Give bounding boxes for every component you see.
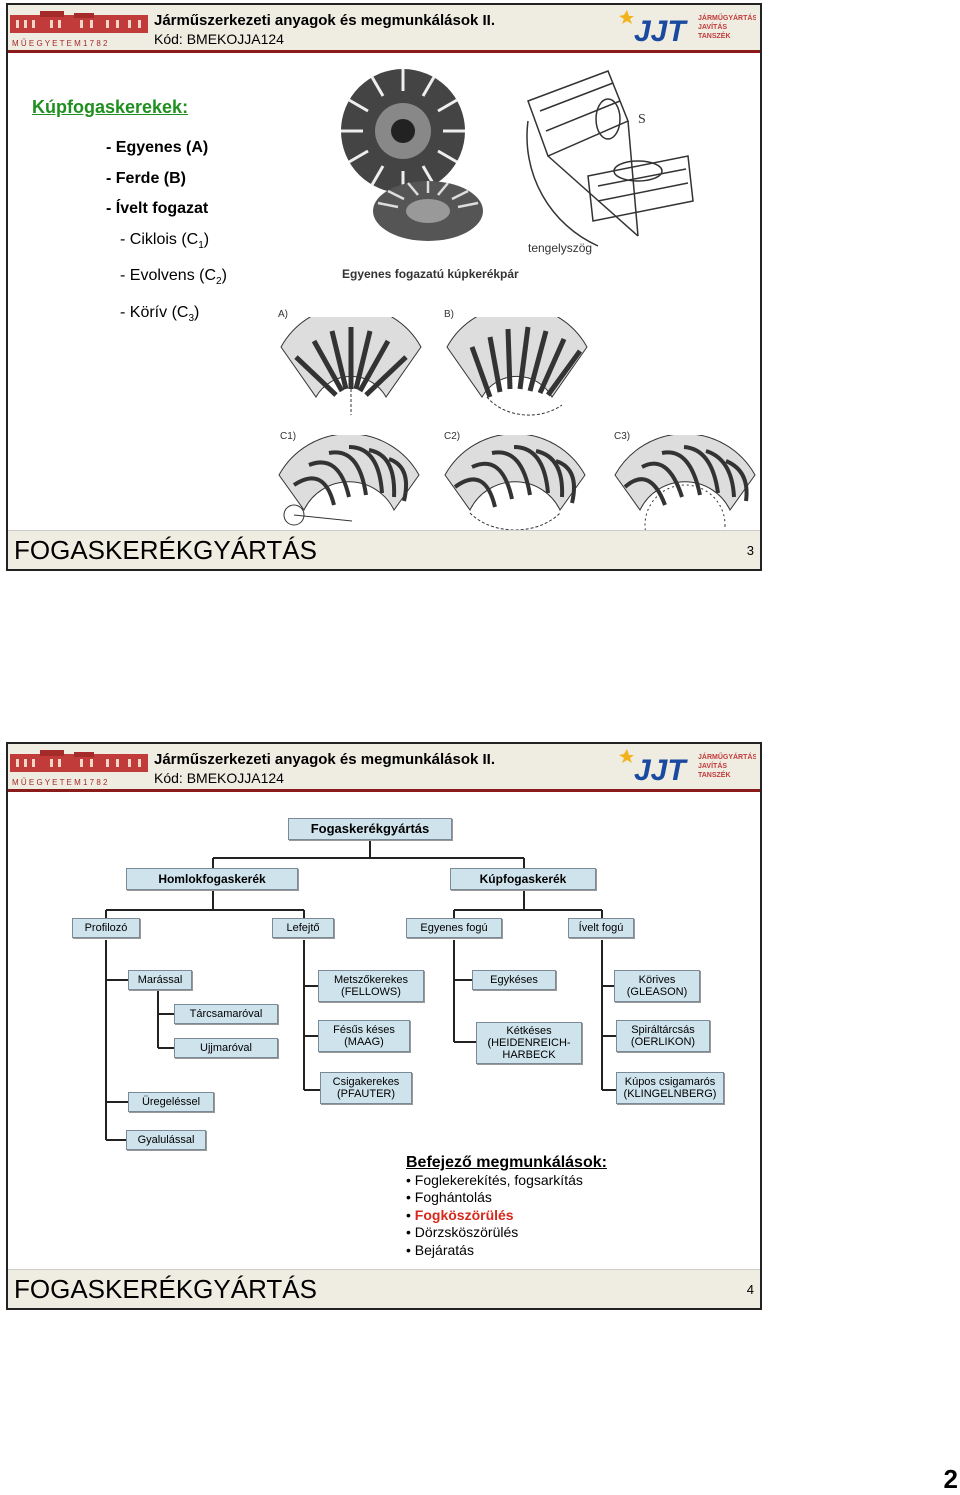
tree-fellows: Metszőkerekes (FELLOWS) bbox=[318, 970, 424, 1002]
tree-gleason: Körives (GLEASON) bbox=[614, 970, 700, 1002]
tree-heidenreich: Kétkéses (HEIDENREICH- HARBECK bbox=[476, 1022, 582, 1064]
type-helical: - Ferde (B) bbox=[106, 169, 186, 187]
slide-header: M Ű E G Y E T E M 1 7 8 2 Járműszerkezet… bbox=[8, 744, 760, 792]
circular-arc-tooth-diagram bbox=[614, 435, 756, 535]
course-title: Járműszerkezeti anyagok és megmunkálások… bbox=[154, 12, 495, 29]
tree-oerlikon: Spiráltárcsás (OERLIKON) bbox=[616, 1020, 710, 1052]
footer-title: FOGASKERÉKGYÁRTÁS bbox=[14, 1274, 317, 1304]
slide-footer: FOGASKERÉKGYÁRTÁS 3 bbox=[8, 530, 760, 569]
svg-text:JJT: JJT bbox=[634, 754, 688, 787]
bevel-gear-pair-image: S bbox=[341, 69, 694, 247]
tree-bevel-gear: Kúpfogaskerék bbox=[450, 868, 596, 890]
slide-4: M Ű E G Y E T E M 1 7 8 2 Járműszerkezet… bbox=[6, 742, 762, 1310]
involute-tooth-diagram bbox=[444, 435, 586, 531]
tree-connectors bbox=[105, 840, 616, 1141]
footer-title: FOGASKERÉKGYÁRTÁS bbox=[14, 535, 317, 565]
course-code: Kód: BMEKOJJA124 bbox=[154, 31, 284, 47]
slide-header: M Ű E G Y E T E M 1 7 8 2 Járműszerkezet… bbox=[8, 5, 760, 53]
finishing-item: • Fogköszörülés bbox=[406, 1206, 514, 1223]
gear-type-list: - Egyenes (A) - Ferde (B) - Ívelt fogaza… bbox=[106, 133, 227, 335]
diagram-label-c1: C1) bbox=[280, 431, 297, 442]
finishing-item: • Foglekerekítés, fogsarkítás bbox=[406, 1171, 583, 1188]
tree-single-blade: Egykéses bbox=[472, 970, 556, 990]
svg-text:TANSZÉK: TANSZÉK bbox=[698, 31, 731, 40]
svg-text:JÁRMŰGYÁRTÁS ÉS: JÁRMŰGYÁRTÁS ÉS bbox=[698, 752, 756, 761]
svg-text:M Ű E G Y E T E M 1 7 8 2: M Ű E G Y E T E M 1 7 8 2 bbox=[12, 39, 108, 48]
axis-angle-label: tengelyszög bbox=[528, 241, 593, 255]
tree-generating: Lefejtő bbox=[272, 918, 334, 938]
slide-page-number: 4 bbox=[746, 1282, 754, 1297]
tree-pfauter: Csigakerekes (PFAUTER) bbox=[320, 1072, 412, 1104]
svg-text:JJT: JJT bbox=[634, 15, 688, 48]
tree-curved-teeth: Ívelt fogú bbox=[568, 918, 634, 938]
tree-spur-gear: Homlokfogaskerék bbox=[126, 868, 298, 890]
tree-disc-cutter: Tárcsamaróval bbox=[174, 1004, 278, 1024]
bme-logo-icon: M Ű E G Y E T E M 1 7 8 2 bbox=[10, 750, 148, 787]
straight-tooth-diagram bbox=[280, 317, 422, 415]
tree-klingelnberg: Kúpos csigamarós (KLINGELNBERG) bbox=[616, 1072, 724, 1104]
bme-logo-icon: M Ű E G Y E T E M 1 7 8 2 bbox=[10, 11, 148, 48]
helical-tooth-diagram bbox=[446, 317, 588, 416]
tree-straight-teeth: Egyenes fogú bbox=[406, 918, 502, 938]
type-involute: - Evolvens (C2) bbox=[120, 267, 227, 288]
type-cycloid: - Ciklois (C1) bbox=[120, 230, 210, 251]
slide-footer: FOGASKERÉKGYÁRTÁS 4 bbox=[8, 1269, 760, 1308]
tree-profiling: Profilozó bbox=[72, 918, 140, 938]
slide-3: M Ű E G Y E T E M 1 7 8 2 Járműszerkezet… bbox=[6, 3, 762, 571]
jjt-logo-icon: JJT JÁRMŰGYÁRTÁS ÉS JAVÍTÁS TANSZÉK bbox=[619, 10, 756, 48]
photo-caption: Egyenes fogazatú kúpkerékpár bbox=[342, 267, 519, 281]
type-circular-arc: - Körív (C3) bbox=[120, 303, 200, 325]
cycloid-tooth-diagram bbox=[278, 435, 420, 526]
tree-broaching: Üregeléssel bbox=[128, 1092, 214, 1112]
slide-heading: Kúpfogaskerekek: bbox=[32, 97, 189, 117]
svg-text:S: S bbox=[638, 112, 646, 127]
finishing-title: Befejező megmunkálások: bbox=[406, 1154, 607, 1171]
type-curved: - Ívelt fogazat bbox=[106, 200, 209, 217]
course-title: Járműszerkezeti anyagok és megmunkálások… bbox=[154, 751, 495, 768]
svg-text:TANSZÉK: TANSZÉK bbox=[698, 770, 731, 779]
tree-maag: Fésűs késes (MAAG) bbox=[318, 1020, 410, 1052]
diagram-label-c2: C2) bbox=[444, 431, 461, 442]
type-straight: - Egyenes (A) bbox=[106, 139, 209, 156]
tree-finger-cutter: Ujjmaróval bbox=[174, 1038, 278, 1058]
document-page-number: 2 bbox=[943, 1464, 958, 1494]
svg-text:JAVÍTÁS: JAVÍTÁS bbox=[698, 22, 727, 31]
finishing-item: • Foghántolás bbox=[406, 1189, 492, 1205]
finishing-item: • Bejáratás bbox=[406, 1241, 474, 1258]
svg-text:M Ű E G Y E T E M 1 7 8 2: M Ű E G Y E T E M 1 7 8 2 bbox=[12, 778, 108, 787]
finishing-operations: Befejező megmunkálások: • Foglekerekítés… bbox=[406, 1154, 607, 1259]
svg-text:JÁRMŰGYÁRTÁS ÉS: JÁRMŰGYÁRTÁS ÉS bbox=[698, 13, 756, 22]
course-code: Kód: BMEKOJJA124 bbox=[154, 770, 284, 786]
jjt-logo-icon: JJT JÁRMŰGYÁRTÁS ÉS JAVÍTÁS TANSZÉK bbox=[619, 749, 756, 787]
tree-milling: Marással bbox=[128, 970, 192, 990]
diagram-label-b: B) bbox=[444, 309, 454, 320]
finishing-item: • Dörzsköszörülés bbox=[406, 1224, 519, 1240]
diagram-label-c3: C3) bbox=[614, 431, 631, 442]
svg-text:JAVÍTÁS: JAVÍTÁS bbox=[698, 761, 727, 770]
slide-page-number: 3 bbox=[746, 543, 754, 558]
tree-root: Fogaskerékgyártás bbox=[288, 818, 452, 840]
diagram-label-a: A) bbox=[278, 309, 288, 320]
tree-shaping: Gyalulással bbox=[126, 1130, 206, 1150]
